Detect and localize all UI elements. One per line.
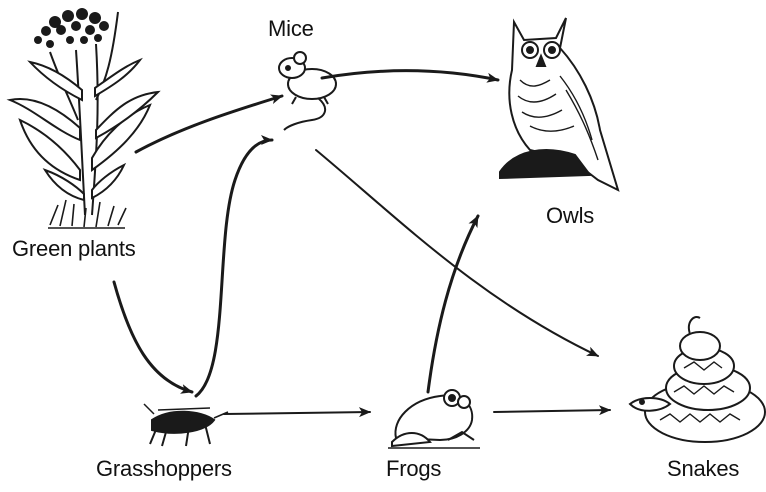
arrow-frogs-to-snakes xyxy=(494,410,610,412)
mouse-icon xyxy=(279,52,336,130)
arrow-mice-to-owls xyxy=(322,71,498,80)
label-grasshoppers: Grasshoppers xyxy=(96,456,232,482)
label-owls: Owls xyxy=(546,203,594,229)
frog-icon xyxy=(388,390,480,448)
snake-icon xyxy=(630,317,765,442)
label-green-plants: Green plants xyxy=(12,236,136,262)
label-snakes: Snakes xyxy=(667,456,739,482)
arrow-grasshoppers-to-frogs xyxy=(224,412,370,414)
grasshopper-icon xyxy=(144,404,228,446)
plant-icon xyxy=(10,8,158,228)
arrow-grasshoppers-to-mice xyxy=(196,140,272,396)
arrow-mice-to-snakes xyxy=(316,150,598,356)
arrow-plants-to-grasshoppers xyxy=(114,282,192,392)
label-frogs: Frogs xyxy=(386,456,441,482)
owl-icon xyxy=(500,18,618,190)
label-mice: Mice xyxy=(268,16,314,42)
arrow-frogs-to-owls xyxy=(428,216,478,392)
